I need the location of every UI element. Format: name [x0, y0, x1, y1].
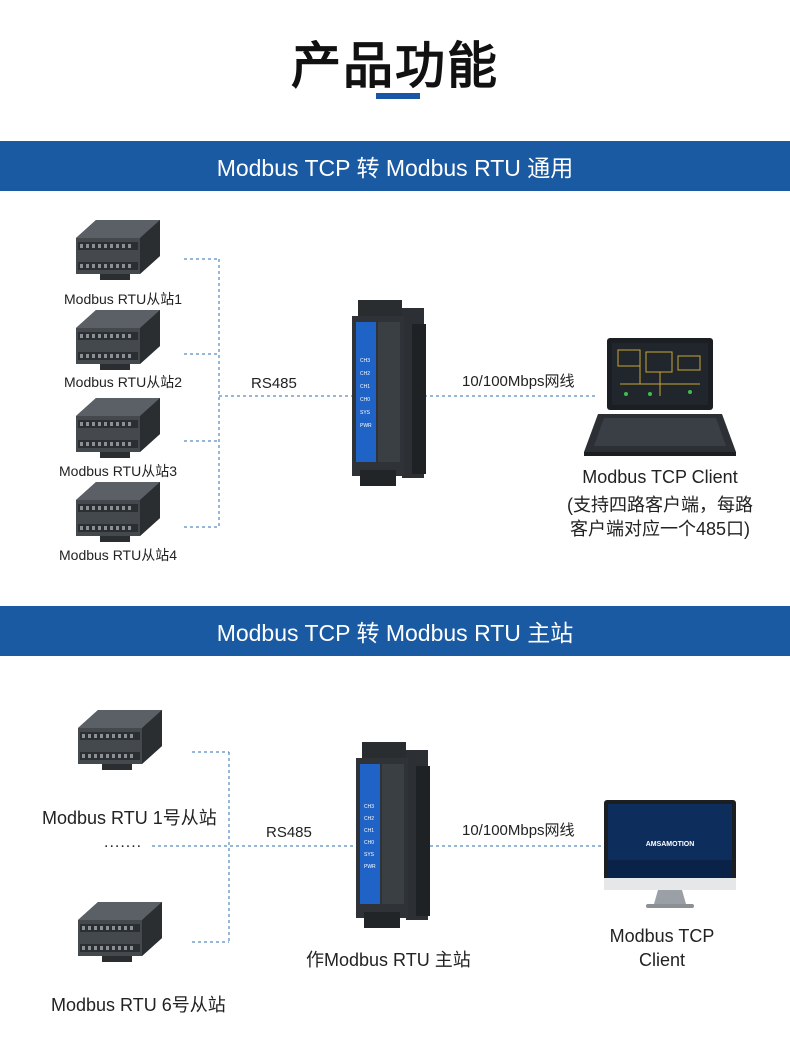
- svg-text:CH0: CH0: [364, 840, 374, 846]
- section2-slave-label-last: Modbus RTU 6号从站: [51, 995, 226, 1015]
- svg-text:CH3: CH3: [364, 804, 374, 810]
- section1-gateway-device: CH3 CH2 CH1 CH0 SYS PWR: [352, 300, 426, 486]
- title-underline: [376, 93, 420, 99]
- svg-text:PWR: PWR: [364, 864, 376, 870]
- section1-network-label: 10/100Mbps网线: [462, 373, 575, 390]
- svg-text:AMSAMOTION: AMSAMOTION: [646, 841, 695, 848]
- section2-network-label: 10/100Mbps网线: [462, 822, 575, 839]
- section2-client-title-2: Client: [638, 950, 686, 970]
- svg-text:PWR: PWR: [360, 423, 372, 429]
- section2-monitor-client: AMSAMOTION: [604, 800, 736, 908]
- section2-gateway-caption: 作Modbus RTU 主站: [306, 950, 471, 970]
- svg-text:CH2: CH2: [364, 816, 374, 822]
- section1-rs485-label: RS485: [251, 375, 297, 392]
- section1-slave-label-4: Modbus RTU从站4: [59, 547, 178, 563]
- section1-slave-plc-1: [76, 220, 160, 280]
- section1-client-note-2: 客户端对应一个485口): [569, 519, 751, 539]
- svg-text:CH3: CH3: [360, 358, 370, 364]
- section1-slave-plc-3: [76, 398, 160, 458]
- section2-client-title-1: Modbus TCP: [609, 926, 715, 946]
- section2-slave-label-first: Modbus RTU 1号从站: [42, 808, 217, 828]
- section2-slave-plc-last: [78, 902, 162, 962]
- section1-banner: Modbus TCP 转 Modbus RTU 通用: [0, 141, 790, 191]
- section1-slave-label-1: Modbus RTU从站1: [64, 291, 183, 307]
- svg-text:CH0: CH0: [360, 397, 370, 403]
- section2-ellipsis: .......: [104, 834, 143, 851]
- svg-text:CH1: CH1: [360, 384, 370, 390]
- section2-gateway-device: CH3 CH2 CH1 CH0 SYS PWR: [356, 742, 430, 928]
- section2-rs485-label: RS485: [266, 824, 312, 841]
- page-title: 产品功能: [291, 37, 499, 95]
- svg-text:CH2: CH2: [360, 371, 370, 377]
- section1-slave-plc-2: [76, 310, 160, 370]
- section1-slave-label-2: Modbus RTU从站2: [64, 374, 183, 390]
- section1-client-note-1: (支持四路客户端，每路: [567, 495, 753, 515]
- section1-slave-plc-4: [76, 482, 160, 542]
- section2-slave-plc-first: [78, 710, 162, 770]
- svg-text:SYS: SYS: [360, 410, 371, 416]
- section2-bus-lines: [152, 751, 604, 943]
- svg-text:CH1: CH1: [364, 828, 374, 834]
- section2-banner: Modbus TCP 转 Modbus RTU 主站: [0, 606, 790, 656]
- section1-client-title: Modbus TCP Client: [582, 467, 738, 487]
- section1-laptop-client: [584, 338, 736, 456]
- section1-slave-label-3: Modbus RTU从站3: [59, 463, 178, 479]
- section1-bus-lines: [184, 258, 598, 528]
- svg-text:SYS: SYS: [364, 852, 375, 858]
